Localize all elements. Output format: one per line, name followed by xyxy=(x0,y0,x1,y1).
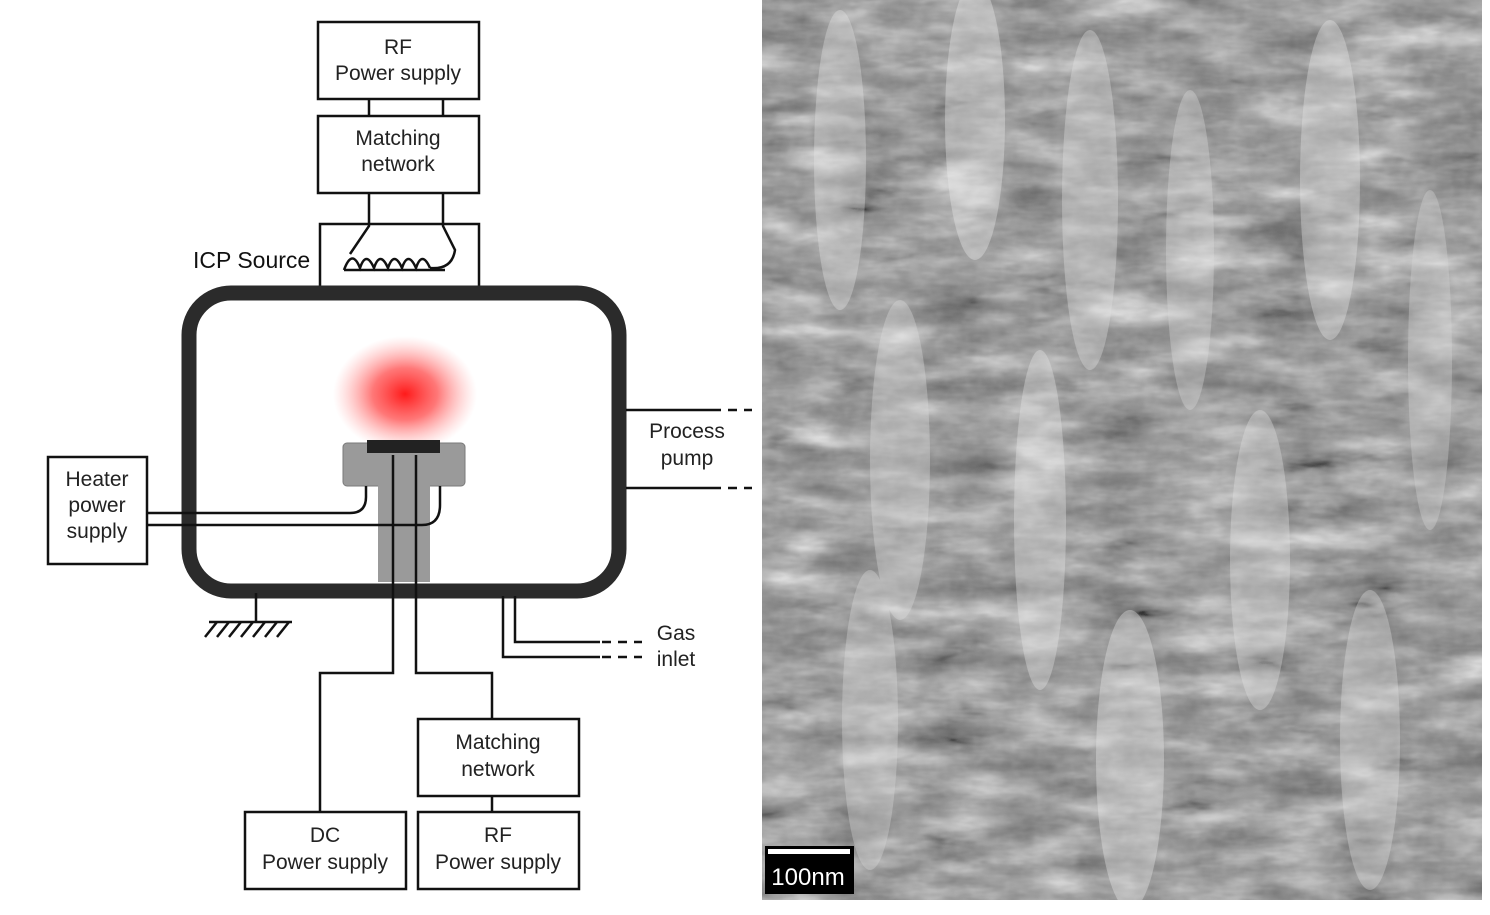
icp-schematic: RF Power supply Matching network ICP Sou… xyxy=(46,20,752,891)
rf-top-line1: RF xyxy=(384,36,412,59)
dc-line2: Power supply xyxy=(262,851,389,874)
match-bottom-line1: Matching xyxy=(455,731,540,754)
rf-bottom-line1: RF xyxy=(484,824,512,847)
matching-network-bottom: Matching network xyxy=(416,717,581,798)
dc-wire xyxy=(318,455,395,812)
heater-line3: supply xyxy=(67,520,128,543)
dc-line1: DC xyxy=(310,824,340,847)
rf-bottom-line2: Power supply xyxy=(435,851,562,874)
heater-line2: power xyxy=(68,494,125,517)
pump-line1: Process xyxy=(649,420,725,443)
heater-power-supply: Heater power supply xyxy=(46,455,149,566)
match-bottom-line2: network xyxy=(461,758,535,781)
nanorod-texture xyxy=(814,0,1452,910)
heater-line1: Heater xyxy=(65,468,128,491)
icp-source-label: ICP Source xyxy=(193,247,310,273)
sem-micrograph: 100nm xyxy=(762,0,1490,910)
rf-power-supply-top: RF Power supply xyxy=(316,20,481,101)
dc-power-supply: DC Power supply xyxy=(243,810,408,891)
rf-bias-wire xyxy=(414,455,494,719)
gas-line1: Gas xyxy=(657,622,696,645)
matching-network-top: Matching network xyxy=(316,114,481,195)
rf-top-line2: Power supply xyxy=(335,62,462,85)
rf-power-supply-bottom: RF Power supply xyxy=(416,810,581,891)
heater-wire-2 xyxy=(147,486,442,527)
heater-wire-1 xyxy=(147,486,368,515)
substrate-electrode xyxy=(342,440,466,582)
plasma-glow xyxy=(333,336,477,452)
gas-line2: inlet xyxy=(657,648,696,671)
ground-symbol xyxy=(204,593,292,638)
wafer xyxy=(367,440,440,453)
match-top-line2: network xyxy=(361,153,435,176)
icp-source: ICP Source xyxy=(193,193,481,290)
scale-bar: 100nm xyxy=(765,846,854,894)
scale-bar-label: 100nm xyxy=(771,864,844,891)
scale-bar-line xyxy=(768,849,850,854)
gas-inlet: Gas inlet xyxy=(501,596,696,671)
match-top-line1: Matching xyxy=(355,127,440,150)
process-pump: Process pump xyxy=(626,408,752,490)
pump-line2: pump xyxy=(661,447,714,470)
